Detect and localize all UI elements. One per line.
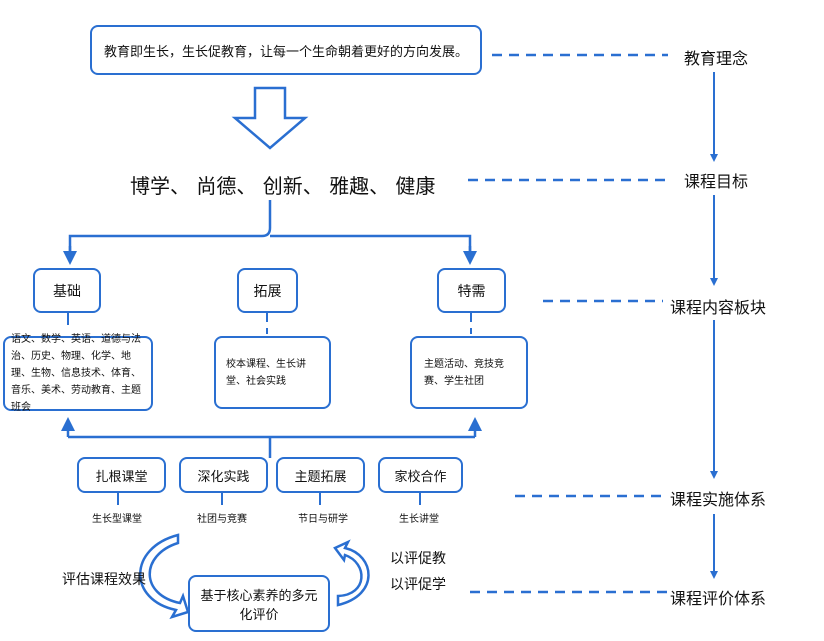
module-basic: 基础 (33, 268, 101, 313)
hollow-down-arrow-icon (231, 86, 309, 150)
module-title: 基础 (53, 283, 81, 300)
path-title: 扎根课堂 (95, 469, 148, 485)
module-items: 主题活动、竞技竞赛、学生社团 (424, 358, 504, 387)
path-sub: 生长讲堂 (399, 514, 439, 525)
path-box: 扎根课堂 (77, 457, 166, 493)
label-content: 课程内容板块 (670, 298, 767, 317)
path-title: 深化实践 (197, 469, 250, 485)
module-special-items: 主题活动、竞技竞赛、学生社团 (410, 336, 528, 409)
module-basic-items: 语文、数学、英语、道德与法治、历史、物理、化学、地理、生物、信息技术、体育、音乐… (3, 334, 153, 413)
path-sub: 生长型课堂 (92, 514, 142, 525)
path-box: 主题拓展 (276, 457, 365, 493)
module-title: 特需 (457, 283, 486, 300)
path-sub: 节日与研学 (298, 514, 348, 525)
path-title: 主题拓展 (294, 469, 347, 485)
evaluation-box: 基于核心素养的多元化评价 (188, 575, 330, 632)
label-goals: 课程目标 (684, 172, 749, 191)
label-philosophy: 教育理念 (684, 49, 749, 68)
evaluation-left-label: 评估课程效果 (62, 572, 146, 588)
module-special: 特需 (437, 268, 506, 313)
path-sub: 社团与竞赛 (197, 514, 247, 525)
label-evaluation: 课程评价体系 (670, 589, 767, 608)
path-box: 深化实践 (179, 457, 268, 493)
module-items: 校本课程、生长讲堂、社会实践 (226, 358, 306, 387)
goals-text: 博学、 尚德、 创新、 雅趣、 健康 (130, 174, 436, 198)
evaluation-right-label-1: 以评促教 (390, 551, 446, 567)
curved-arrow-right-icon (333, 539, 370, 607)
philosophy-text: 教育即生长，生长促教育，让每一个生命朝着更好的方向发展。 (103, 44, 468, 60)
evaluation-text: 基于核心素养的多元化评价 (200, 588, 318, 623)
curved-arrow-left-icon (139, 533, 190, 620)
label-implementation: 课程实施体系 (670, 490, 767, 509)
evaluation-right-label-2: 以评促学 (390, 577, 446, 593)
merge-line (68, 435, 475, 458)
path-box: 家校合作 (378, 457, 463, 493)
module-items: 语文、数学、英语、道德与法治、历史、物理、化学、地理、生物、信息技术、体育、音乐… (11, 334, 141, 413)
module-extension: 拓展 (237, 268, 298, 313)
philosophy-box: 教育即生长，生长促教育，让每一个生命朝着更好的方向发展。 (90, 25, 482, 75)
path-title: 家校合作 (394, 469, 447, 485)
module-title: 拓展 (253, 283, 282, 300)
module-extension-items: 校本课程、生长讲堂、社会实践 (214, 336, 331, 409)
branch-line (68, 200, 472, 252)
